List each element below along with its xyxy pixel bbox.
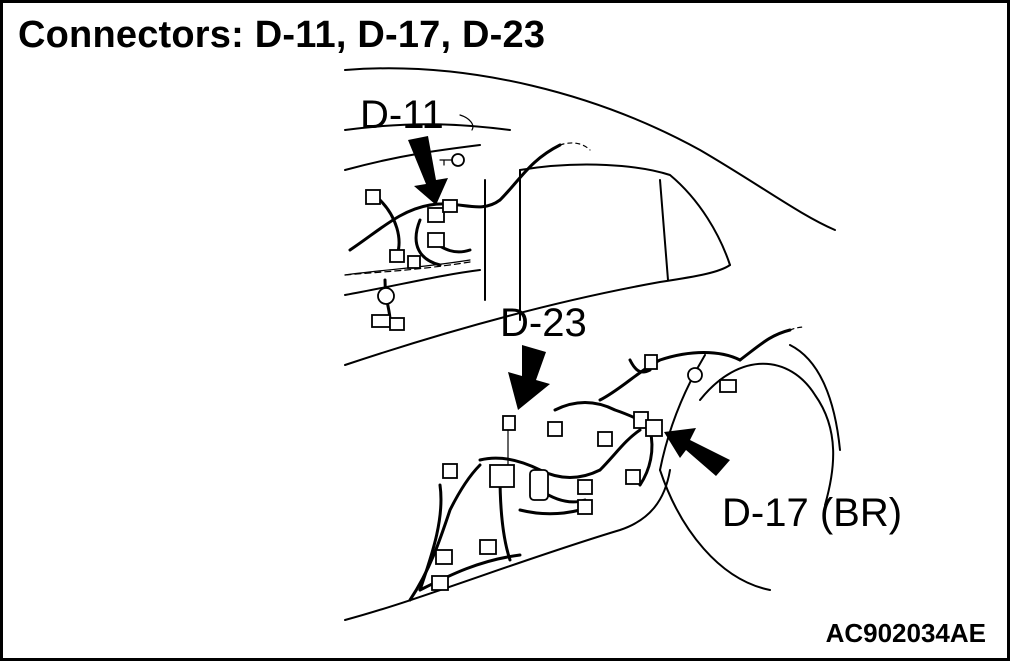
d17-arrow-icon (664, 428, 730, 476)
lower-connector-12 (431, 575, 449, 591)
lower-connector-1 (489, 464, 515, 488)
diagram-title: Connectors: D-11, D-17, D-23 (18, 14, 546, 56)
d23-label: D-23 (500, 301, 587, 345)
lower-connector-8 (625, 469, 641, 485)
lower-connector-5 (644, 354, 658, 370)
d23-arrow-icon (508, 345, 550, 410)
upper-connector-1 (365, 189, 381, 205)
ground-terminal (687, 367, 703, 383)
callout-arrows (408, 136, 730, 476)
lower-connector-11 (435, 549, 453, 565)
upper-connector-6 (371, 314, 391, 328)
lower-connector-13 (479, 539, 497, 555)
key-icon (451, 153, 465, 167)
lower-connector-3 (547, 421, 563, 437)
lower-connector-9 (577, 479, 593, 495)
grommet (377, 287, 395, 305)
vehicle-body-outline (344, 67, 841, 621)
lower-connector-6 (719, 379, 737, 393)
upper-connector-3 (427, 232, 445, 248)
d11-arrow-icon (408, 136, 448, 205)
lower-connector-2 (442, 463, 458, 479)
d17-connector (645, 419, 663, 437)
figure-id: AC902034AE (825, 618, 986, 648)
d17-label: D-17 (BR) (722, 491, 902, 535)
d11-label: D-11 (360, 93, 444, 137)
lower-connector-4 (597, 431, 613, 447)
upper-connector-4 (389, 249, 405, 263)
relay-block (529, 469, 549, 501)
d23-connector (502, 415, 516, 431)
lower-harness (408, 326, 806, 602)
lower-connector-10 (577, 499, 593, 515)
upper-harness (344, 114, 591, 331)
upper-connector-2 (442, 199, 458, 213)
upper-connector-7 (389, 317, 405, 331)
d11-connector (427, 207, 445, 223)
upper-connector-5 (407, 255, 421, 269)
